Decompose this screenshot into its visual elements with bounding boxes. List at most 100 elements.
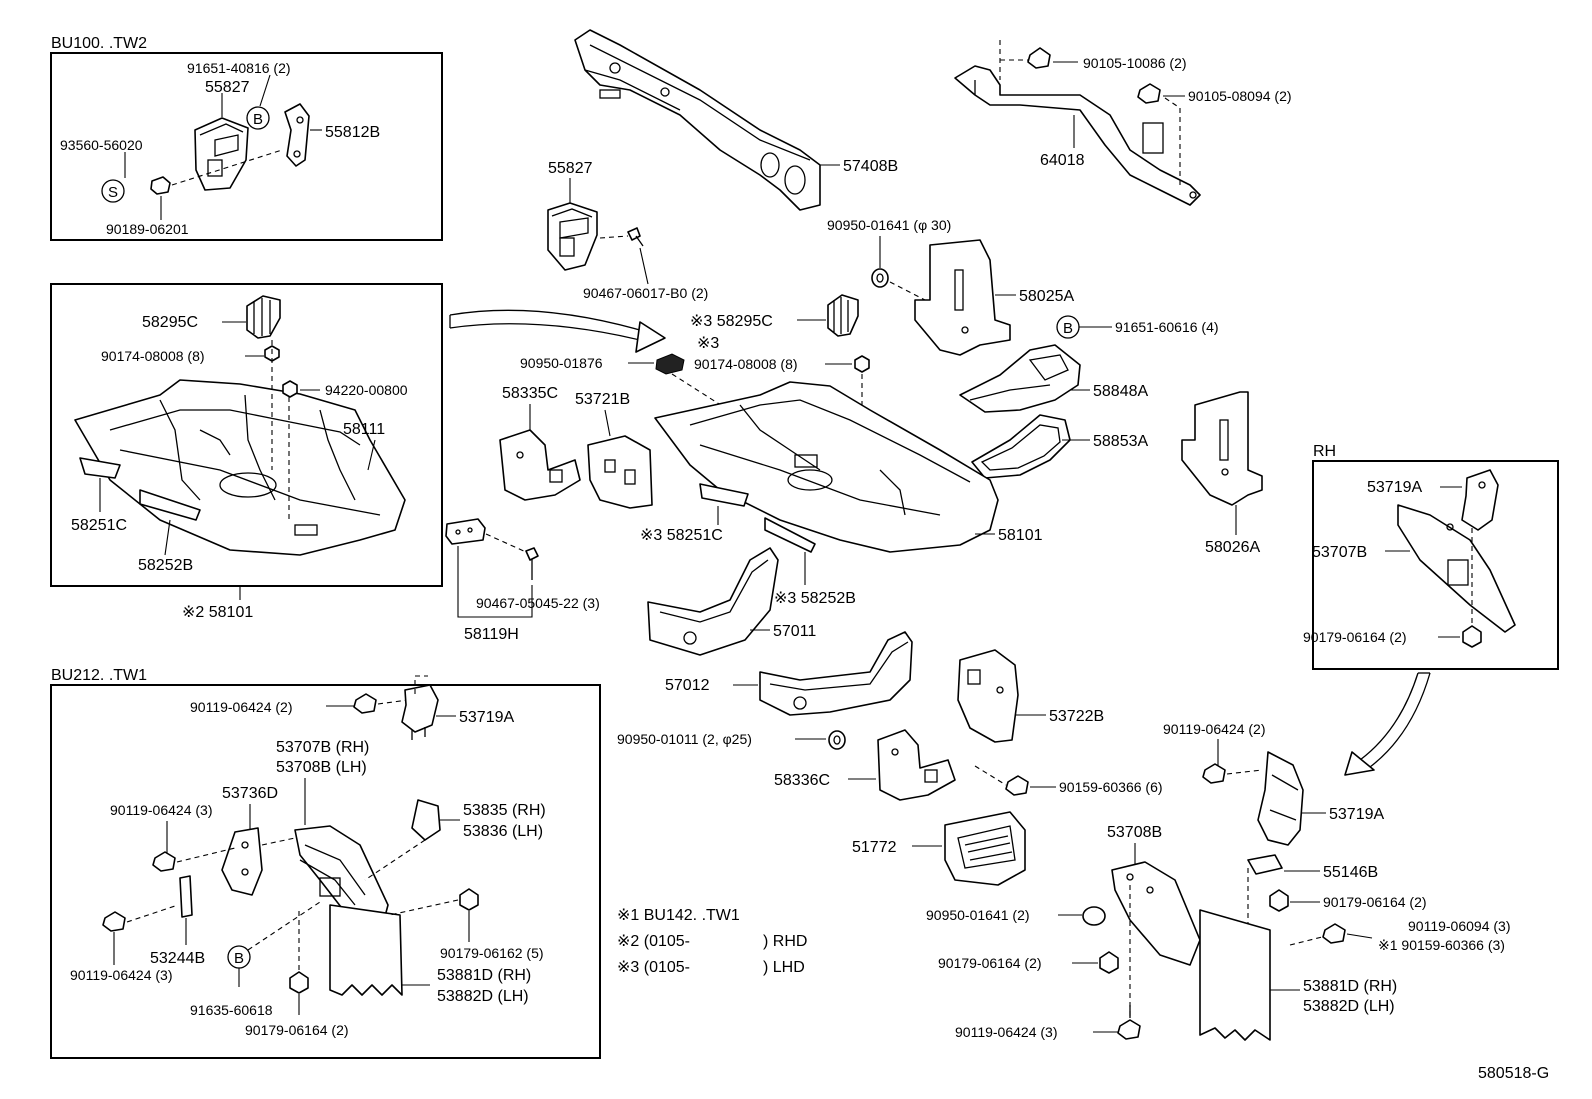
label-55146b: 55146B	[1323, 864, 1378, 881]
grommet-90950-01011	[828, 730, 846, 750]
label-91635-60618: 91635-60618	[190, 1002, 273, 1018]
plug-90950-01641-b	[1082, 906, 1106, 926]
bolt-90119-06424-br-a	[1202, 763, 1226, 784]
label-58336c: 58336C	[774, 772, 830, 789]
inset-header-tw2: BU100. .TW2	[51, 35, 147, 52]
label-57012: 57012	[665, 677, 710, 694]
hanger-55827-center	[547, 202, 598, 271]
rhd-nut-94220	[282, 380, 298, 398]
label-53722b: 53722B	[1049, 708, 1104, 725]
label-90174-08008-main: 90174-08008 (8)	[694, 356, 798, 372]
bracket-53719a-tw1	[401, 684, 439, 740]
step-51772	[944, 811, 1026, 886]
inset-frame-rhd	[50, 283, 443, 587]
bolt-90105-08094	[1137, 83, 1161, 104]
note-1: ※1 BU142. .TW1	[617, 907, 740, 924]
gasket-58853a	[971, 414, 1071, 479]
screw-90467-06017	[627, 227, 644, 247]
label-58111: 58111	[343, 421, 385, 438]
svg-text:B: B	[1063, 320, 1073, 337]
label-x3-note: ※3	[697, 335, 719, 352]
diagram-id: 580518-G	[1478, 1065, 1549, 1082]
rhd-bracket-58295c	[246, 295, 281, 339]
bracket-58335c	[499, 429, 581, 501]
label-57408b: 57408B	[843, 158, 898, 175]
rh-nut-90179-06164	[1462, 625, 1482, 648]
label-64018: 64018	[1040, 152, 1085, 169]
label-53244b: 53244B	[150, 950, 205, 967]
label-x3-58295c: ※3 58295C	[690, 313, 773, 330]
rhd-reinf-58251c	[79, 457, 121, 479]
label-90119-06424-tw1c: 90119-06424 (3)	[70, 967, 172, 983]
tw2-clip-90189	[150, 176, 171, 195]
label-90467-06017: 90467-06017-B0 (2)	[583, 285, 708, 301]
cross-member-57408b	[574, 29, 821, 211]
label-53707b-tw1: 53707B (RH)	[276, 739, 369, 756]
label-53708b-br: 53708B	[1107, 824, 1162, 841]
reinf-58252b-main	[764, 517, 816, 553]
label-53836: 53836 (LH)	[463, 823, 543, 840]
reinf-58251c-main	[699, 483, 749, 507]
bracket-58336c	[877, 729, 956, 801]
bolt-90119-06424-tw1c	[102, 911, 126, 932]
label-90119-06424-br-a: 90119-06424 (2)	[1163, 721, 1265, 737]
inset-frame-tw1	[50, 684, 601, 1059]
nut-90179-06164-tw1	[289, 971, 309, 994]
note-3-code: ※3 (0105-	[617, 959, 690, 976]
label-90179-06164-br-a: 90179-06164 (2)	[1323, 894, 1427, 910]
label-93560-56020: 93560-56020	[60, 137, 143, 153]
bracket-58295c-main	[827, 294, 859, 337]
label-58026a: 58026A	[1205, 539, 1260, 556]
bracket-53244b	[179, 875, 193, 918]
bracket-55146b	[1247, 854, 1283, 875]
label-91651-60616: 91651-60616 (4)	[1115, 319, 1219, 335]
inset-frame-tw2	[50, 52, 443, 241]
label-53882d-tw1: 53882D (LH)	[437, 988, 529, 1005]
member-57011	[647, 547, 779, 656]
arrow-rh-to-assembly	[1344, 672, 1431, 776]
bolt-90119-06094	[1322, 923, 1346, 944]
label-x1-90159: ※1 90159-60366 (3)	[1378, 937, 1505, 953]
label-53721b: 53721B	[575, 391, 630, 408]
nut-90179-06164-br-b	[1099, 951, 1119, 974]
inset-header-tw1: BU212. .TW1	[51, 667, 147, 684]
bracket-53835	[411, 799, 441, 841]
label-x3-58251c: ※3 58251C	[640, 527, 723, 544]
rh-mudguard-53707b	[1397, 504, 1516, 633]
bolt-90105-10086	[1027, 47, 1051, 69]
label-58848a: 58848A	[1093, 383, 1148, 400]
screw-90467-05045	[525, 547, 539, 580]
circle-b-tw1: B	[227, 945, 251, 969]
mud-flap-53881d-br	[1199, 909, 1271, 1041]
rh-bracket-53719a	[1461, 469, 1499, 531]
brace-64018	[954, 65, 1201, 206]
label-58335c: 58335C	[502, 385, 558, 402]
mudguard-53708b-br	[1111, 861, 1201, 966]
circle-b-tw2: B	[246, 106, 270, 130]
label-90950-01641-phi30: 90950-01641 (φ 30)	[827, 217, 951, 233]
tw2-hanger-55827	[194, 117, 249, 191]
rhd-reinf-58252b	[139, 489, 201, 521]
label-90950-01011: 90950-01011 (2, φ25)	[617, 731, 752, 747]
label-90189-06201: 90189-06201	[106, 221, 189, 237]
svg-text:S: S	[108, 184, 118, 201]
label-90174-08008-rhd: 90174-08008 (8)	[101, 348, 205, 364]
tw2-bracket-55812b	[284, 103, 310, 167]
label-90179-06164-rh: 90179-06164 (2)	[1303, 629, 1407, 645]
bracket-53722b	[957, 649, 1019, 743]
bracket-58119h	[445, 518, 486, 545]
note-2-tag: ) RHD	[763, 933, 807, 950]
bracket-53721b	[587, 435, 653, 509]
label-94220-00800: 94220-00800	[325, 382, 408, 398]
label-53707b-rh: 53707B	[1312, 544, 1367, 561]
note-3-tag: ) LHD	[763, 959, 805, 976]
label-53719a-tw1: 53719A	[459, 709, 514, 726]
label-90467-05045: 90467-05045-22 (3)	[476, 595, 600, 611]
label-x3-58252b: ※3 58252B	[774, 590, 856, 607]
label-58119h: 58119H	[464, 626, 519, 643]
svg-text:B: B	[234, 950, 244, 967]
label-55827-center: 55827	[548, 160, 593, 177]
label-90119-06094: 90119-06094 (3)	[1408, 918, 1510, 934]
label-90179-06162: 90179-06162 (5)	[440, 945, 544, 961]
